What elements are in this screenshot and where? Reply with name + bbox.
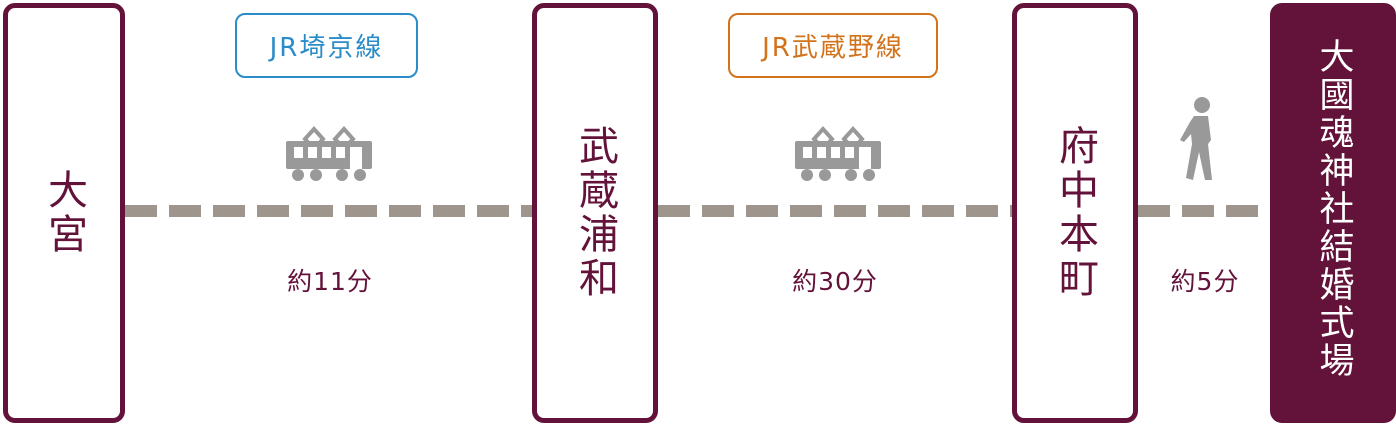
duration-label: 約30分 [792,267,878,296]
destination-name: 大國魂神社結婚式場 [1313,38,1354,380]
duration-label: 約5分 [1170,267,1240,296]
station-name: 大宮 [41,169,87,257]
route-line-segment-1 [125,205,535,217]
duration-label: 約11分 [287,267,373,296]
station-name: 府中本町 [1052,125,1098,301]
station-name: 武蔵浦和 [572,125,618,301]
station-omiya: 大宮 [3,3,125,423]
train-icon [286,126,372,181]
line-name: JR埼京線 [269,33,384,63]
destination-wedding-hall: 大國魂神社結婚式場 [1270,3,1396,423]
line-name: JR武蔵野線 [762,33,904,63]
route-line-segment-3 [1138,205,1270,217]
station-musashi-urawa: 武蔵浦和 [532,3,658,423]
walking-person-icon [1180,97,1212,180]
station-fuchu-hommachi: 府中本町 [1012,3,1138,423]
line-badge-musashino: JR武蔵野線 [728,13,938,78]
route-line-segment-2 [658,205,1015,217]
line-badge-saikyo: JR埼京線 [235,13,418,78]
train-icon [795,126,881,181]
